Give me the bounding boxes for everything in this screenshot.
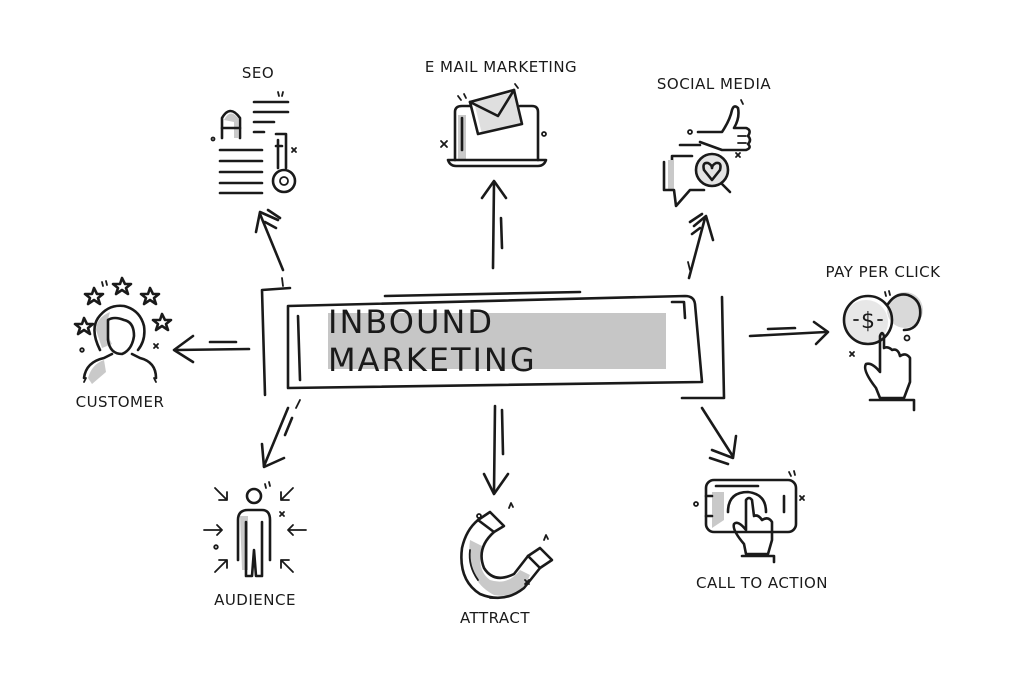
coins-hand-click-icon: $	[842, 290, 923, 412]
thumbs-up-chat-heart-icon	[662, 99, 752, 208]
magnet-icon	[460, 502, 554, 600]
arrow-to-social	[687, 212, 715, 280]
person-target-arrows-icon	[203, 481, 307, 578]
arrow-to-seo	[254, 208, 285, 272]
svg-text:$: $	[861, 309, 875, 334]
arrow-to-audience	[260, 406, 294, 469]
arrow-to-email	[480, 179, 508, 270]
laptop-envelope-icon	[440, 83, 548, 168]
node-label-email-marketing: E MAIL MARKETING	[424, 58, 578, 76]
node-label-customer: CUSTOMER	[75, 393, 165, 411]
node-label-audience: AUDIENCE	[214, 591, 296, 609]
arrow-to-customer	[172, 334, 251, 364]
document-key-icon	[210, 91, 297, 195]
node-label-attract: ATTRACT	[459, 609, 531, 627]
woman-stars-icon	[73, 276, 173, 384]
arrow-to-cta	[700, 406, 738, 466]
phone-tap-icon	[693, 470, 805, 564]
node-label-pay-per-click: PAY PER CLICK	[825, 263, 941, 281]
node-label-social-media: SOCIAL MEDIA	[656, 75, 772, 93]
central-topic-label: INBOUND MARKETING	[328, 303, 537, 379]
node-label-call-to-action: CALL TO ACTION	[695, 574, 829, 592]
arrow-to-ppc	[748, 320, 830, 346]
central-topic: INBOUND MARKETING	[328, 303, 666, 379]
node-label-seo: SEO	[241, 64, 275, 82]
arrow-to-attract	[482, 404, 510, 496]
